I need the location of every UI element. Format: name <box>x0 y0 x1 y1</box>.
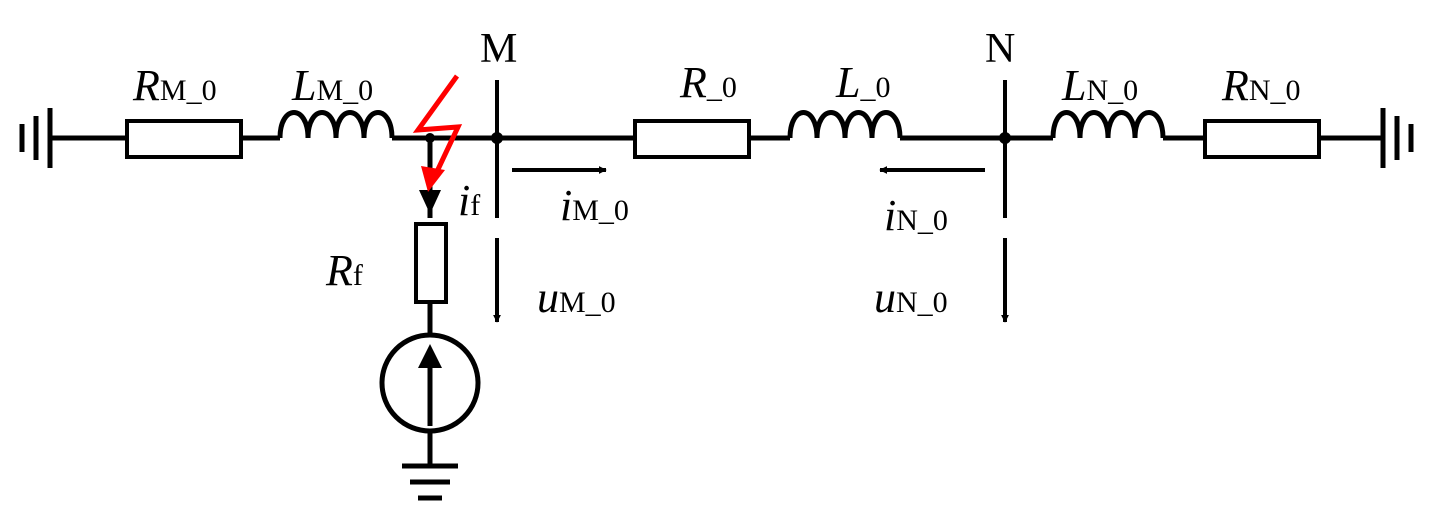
fault-lightning-arrowhead <box>421 166 445 192</box>
node-N-dot <box>999 132 1011 144</box>
label-uM0-sub: M_0 <box>559 286 616 319</box>
inductor-LM0 <box>277 110 395 139</box>
label-iM0-sub: M_0 <box>572 194 629 227</box>
resistor-RM0 <box>125 119 243 159</box>
label-iM0: iM_0 <box>560 181 629 230</box>
label-uM0-main: u <box>537 273 559 322</box>
label-if: if <box>458 176 480 225</box>
current-source-icon <box>379 332 481 434</box>
label-if-main: i <box>458 176 470 225</box>
label-iN0-main: i <box>884 191 896 240</box>
inductor-LN0 <box>1050 110 1166 139</box>
label-LN0-sub: N_0 <box>1086 74 1138 107</box>
resistor-R0 <box>633 119 751 159</box>
ground-left-icon <box>19 108 53 168</box>
label-Rf-sub: f <box>353 259 363 292</box>
ground-right-icon <box>1380 108 1414 168</box>
label-RN0-main: R <box>1221 61 1249 110</box>
label-LM0: LM_0 <box>291 61 373 110</box>
label-LN0-main: L <box>1061 61 1086 110</box>
label-Rf: Rf <box>325 246 363 295</box>
label-R0-main: R <box>679 58 707 107</box>
label-RM0: RM_0 <box>132 61 217 110</box>
label-uN0-main: u <box>874 273 896 322</box>
label-L0-sub: _0 <box>859 71 890 104</box>
label-uN0: uN_0 <box>874 273 948 322</box>
label-R0-sub: _0 <box>706 71 737 104</box>
if-arrowhead <box>419 190 441 214</box>
label-LN0: LN_0 <box>1061 61 1138 110</box>
label-LM0-main: L <box>291 61 316 110</box>
resistor-RN0 <box>1203 119 1321 159</box>
node-M-dot <box>491 132 503 144</box>
label-uN0-sub: N_0 <box>896 286 948 319</box>
node-label-N: N <box>985 26 1015 72</box>
resistor-Rf <box>414 222 448 304</box>
label-Rf-main: R <box>325 246 353 295</box>
label-iN0-sub: N_0 <box>896 204 948 237</box>
label-iM0-main: i <box>560 181 572 230</box>
label-RM0-sub: M_0 <box>160 74 217 107</box>
inductor-L0 <box>787 110 903 139</box>
label-RM0-main: R <box>132 61 160 110</box>
label-RN0: RN_0 <box>1221 61 1301 110</box>
label-LM0-sub: M_0 <box>316 74 373 107</box>
label-L0-main: L <box>835 58 860 107</box>
fault-lightning-icon <box>412 74 463 182</box>
node-label-M: M <box>480 26 517 72</box>
label-if-sub: f <box>470 189 480 222</box>
label-uM0: uM_0 <box>537 273 616 322</box>
label-iN0: iN_0 <box>884 191 948 240</box>
ground-bottom-icon <box>402 463 458 501</box>
label-L0: L_0 <box>835 58 890 107</box>
label-RN0-sub: N_0 <box>1249 74 1301 107</box>
label-R0: R_0 <box>679 58 737 107</box>
